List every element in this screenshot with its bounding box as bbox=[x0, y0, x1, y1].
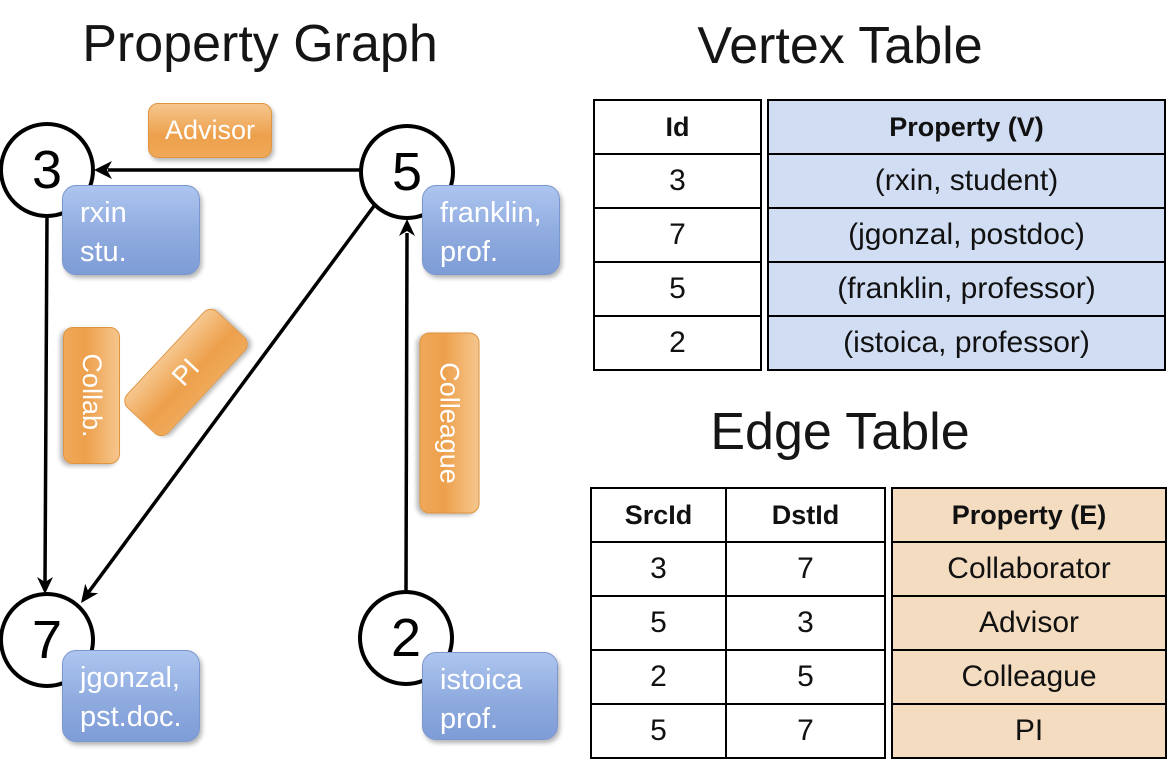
edge-label-colleague: Colleague bbox=[419, 332, 480, 514]
table-cell: 5 bbox=[727, 651, 884, 705]
table-cell: 5 bbox=[592, 597, 725, 651]
vertex-property-line: rxin bbox=[80, 197, 127, 229]
edge-table-header-dstid: DstId bbox=[727, 489, 884, 543]
property-graph-title: Property Graph bbox=[82, 15, 438, 73]
table-cell: (istoica, professor) bbox=[769, 317, 1164, 369]
vertex-property-line: prof. bbox=[440, 236, 499, 268]
edge-table-property-column: Property (E) Collaborator Advisor Collea… bbox=[891, 487, 1167, 759]
table-cell: 3 bbox=[595, 155, 760, 209]
vertex-property-line: istoica bbox=[440, 664, 523, 696]
table-cell: 7 bbox=[797, 714, 814, 747]
edge-table-dstid-column: DstId 7 3 5 7 bbox=[727, 489, 884, 757]
table-cell: 5 bbox=[595, 263, 760, 317]
edge-table-srcid-column: SrcId 3 5 2 5 bbox=[592, 489, 727, 757]
vertex-property-line: pst.doc. bbox=[80, 701, 182, 733]
table-cell: 3 bbox=[727, 597, 884, 651]
edge-label-advisor-text: Advisor bbox=[164, 115, 256, 145]
edge-table-header-srcid: SrcId bbox=[592, 489, 725, 543]
edge-5-7-line bbox=[86, 204, 376, 595]
vertex-table-header-property: Property (V) bbox=[769, 101, 1164, 155]
edge-label-collab-text: Collab. bbox=[77, 353, 107, 438]
edge-2-5-line bbox=[404, 232, 409, 592]
edge-table-header-property: Property (E) bbox=[893, 489, 1165, 543]
vertex-table: Id 3 7 5 2 Property (V) (rxin, student) … bbox=[593, 99, 1166, 371]
vertex-property-box-rxin: rxin stu. bbox=[62, 185, 200, 275]
edge-3-7-arrowhead bbox=[37, 577, 53, 594]
table-cell: 3 bbox=[592, 543, 725, 597]
table-cell: 2 bbox=[669, 326, 686, 359]
table-cell: 7 bbox=[727, 543, 884, 597]
vertex-table-title: Vertex Table bbox=[697, 17, 983, 75]
table-cell: (jgonzal, postdoc) bbox=[769, 209, 1164, 263]
table-cell: (rxin, student) bbox=[769, 155, 1164, 209]
table-cell: Advisor bbox=[893, 597, 1165, 651]
vertex-table-id-column: Id 3 7 5 2 bbox=[593, 99, 762, 371]
vertex-property-line: prof. bbox=[440, 703, 499, 735]
edge-5-3-arrowhead bbox=[94, 161, 112, 179]
node-label-2: 2 bbox=[390, 608, 422, 668]
node-label-7: 7 bbox=[31, 610, 63, 670]
edge-3-7-line bbox=[43, 215, 49, 584]
edge-label-advisor: Advisor bbox=[148, 103, 272, 158]
table-cell: PI bbox=[893, 705, 1165, 757]
edge-label-colleague-text: Colleague bbox=[435, 362, 465, 484]
table-cell: 7 bbox=[595, 209, 760, 263]
vertex-property-box-istoica: istoica prof. bbox=[422, 652, 558, 740]
table-cell: 5 bbox=[650, 714, 667, 747]
edge-2-5-arrowhead bbox=[399, 219, 415, 236]
edge-table-id-columns: SrcId 3 5 2 5 DstId 7 3 5 7 bbox=[590, 487, 886, 759]
edge-table: SrcId 3 5 2 5 DstId 7 3 5 7 Property (E)… bbox=[590, 487, 1167, 759]
edge-label-collab: Collab. bbox=[63, 327, 120, 464]
vertex-table-property-column: Property (V) (rxin, student) (jgonzal, p… bbox=[767, 99, 1166, 371]
table-cell: Collaborator bbox=[893, 543, 1165, 597]
table-cell: (franklin, professor) bbox=[769, 263, 1164, 317]
table-cell: 2 bbox=[592, 651, 725, 705]
table-cell: Colleague bbox=[893, 651, 1165, 705]
edge-label-pi-text: PI bbox=[165, 352, 206, 392]
vertex-property-box-franklin: franklin, prof. bbox=[422, 185, 560, 275]
node-label-3: 3 bbox=[31, 140, 63, 200]
node-label-5: 5 bbox=[391, 142, 423, 202]
edge-5-7-arrowhead bbox=[81, 583, 99, 603]
vertex-table-header-id: Id bbox=[595, 101, 760, 155]
vertex-property-line: jgonzal, bbox=[80, 662, 180, 694]
edge-table-title: Edge Table bbox=[710, 403, 970, 461]
vertex-property-line: franklin, bbox=[440, 197, 542, 229]
vertex-property-box-jgonzal: jgonzal, pst.doc. bbox=[62, 650, 200, 742]
vertex-property-line: stu. bbox=[80, 236, 127, 268]
